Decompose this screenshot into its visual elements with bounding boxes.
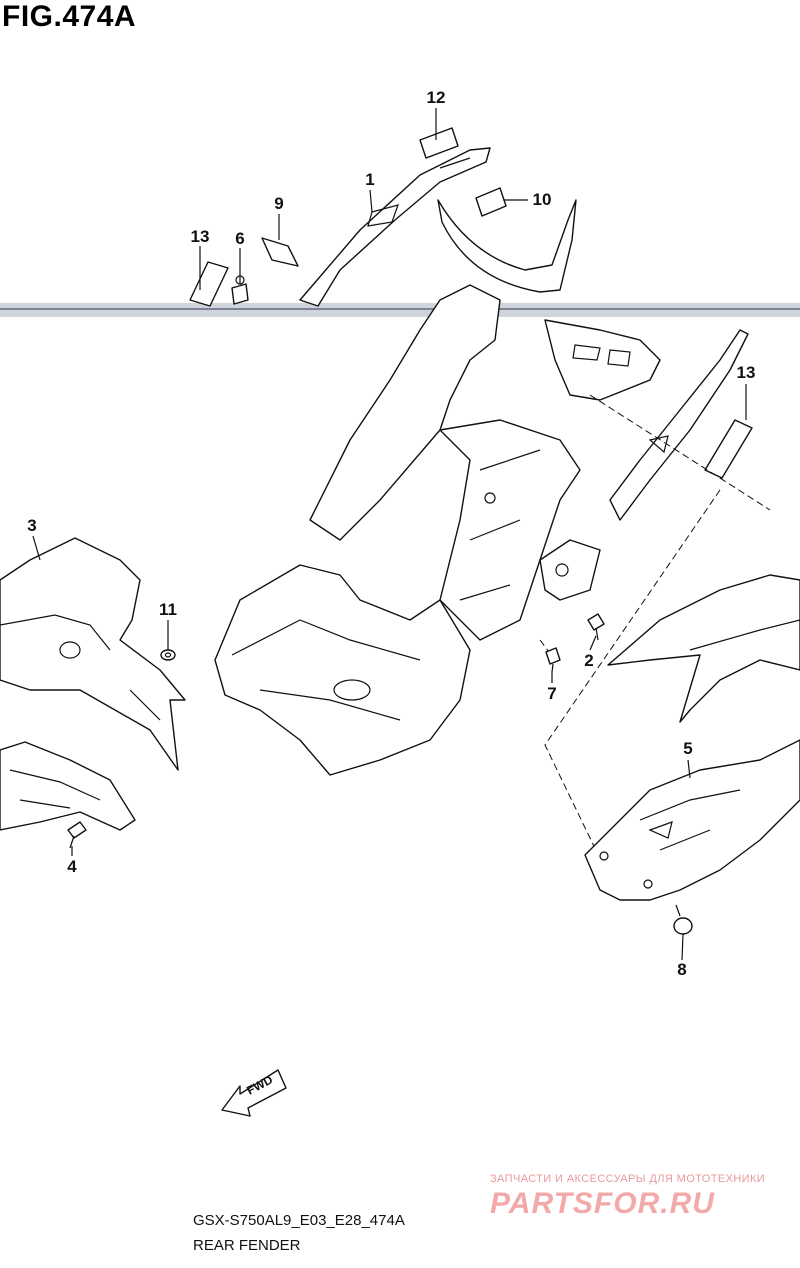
figure-code: GSX-S750AL9_E03_E28_474A	[193, 1212, 405, 1229]
watermark-tagline: ЗАПЧАСТИ И АКСЕССУАРЫ ДЛЯ МОТОТЕХНИКИ	[490, 1173, 766, 1185]
figure-title: FIG.474A	[2, 0, 137, 33]
callout-8: 8	[677, 960, 687, 979]
callout-4: 4	[67, 857, 77, 876]
part-lower-left-cover	[0, 741, 136, 831]
part-12-pad	[419, 127, 459, 159]
callout-13-right: 13	[736, 363, 756, 382]
part-7-clip	[545, 647, 561, 673]
part-10-pad	[475, 187, 507, 217]
callout-11: 11	[159, 600, 177, 619]
callout-3: 3	[27, 516, 37, 535]
part-4-screw	[67, 821, 87, 849]
part-3-side-cover	[0, 537, 186, 771]
callout-leaders	[32, 108, 747, 961]
callout-2: 2	[584, 651, 594, 670]
part-8-nut	[673, 904, 693, 935]
part-1-rail	[299, 147, 491, 307]
part-right-upper-cover	[607, 574, 800, 723]
forward-direction-arrow	[221, 1069, 287, 1117]
part-13-foam-left	[189, 261, 229, 307]
rear-loop-rail	[437, 199, 577, 293]
callout-12: 12	[426, 88, 446, 107]
part-9-pad	[261, 237, 299, 267]
part-6-clip	[231, 275, 249, 305]
part-main-inner-fender	[214, 284, 661, 776]
callout-10: 10	[532, 190, 552, 209]
part-5-bracket	[584, 739, 800, 901]
watermark-logo: PARTSFOR.RU	[490, 1187, 715, 1220]
callout-7: 7	[547, 684, 557, 703]
callout-1: 1	[365, 170, 375, 189]
part-13-foam-right	[704, 419, 753, 479]
part-2-screw	[587, 613, 605, 641]
callout-6: 6	[235, 229, 245, 248]
part-11-washer	[160, 649, 176, 661]
callout-9: 9	[274, 194, 284, 213]
figure-name: REAR FENDER	[193, 1237, 301, 1254]
callout-5: 5	[683, 739, 693, 758]
callout-13-left: 13	[190, 227, 210, 246]
